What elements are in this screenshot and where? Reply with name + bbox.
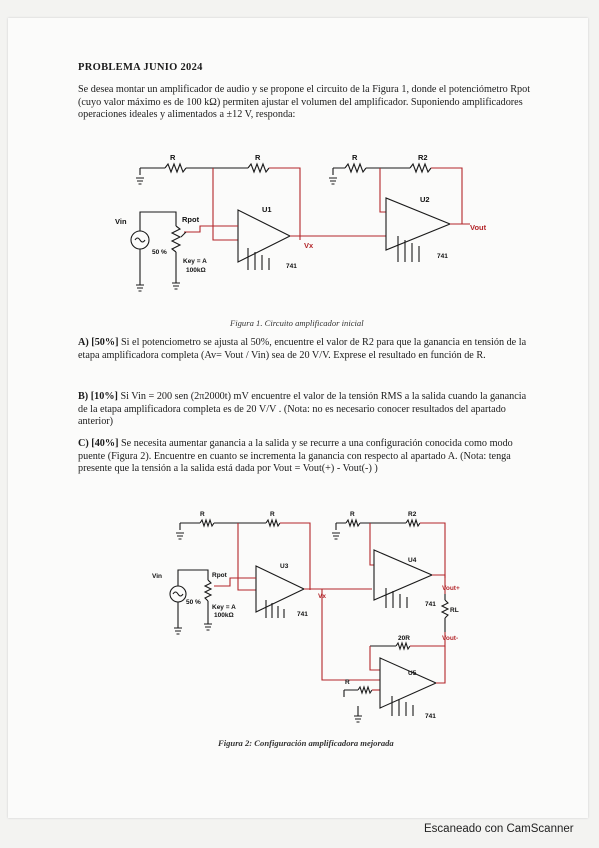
- fig1-label-ic1: 741: [286, 263, 297, 270]
- fig2-label-r6: R: [345, 679, 350, 686]
- fig2-label-r1: R: [200, 511, 205, 518]
- opamp-u5-symbol: [379, 657, 438, 709]
- section-a: A) [50%] Si el potenciometro se ajusta a…: [78, 337, 538, 362]
- fig2-label-vx: Vx: [318, 593, 326, 600]
- problem-title: PROBLEMA JUNIO 2024: [78, 62, 203, 73]
- fig2-label-r2-feedback: R2: [408, 511, 417, 518]
- fig2-label-vin: Vin: [152, 573, 162, 580]
- section-a-text: Si el potenciometro se ajusta al 50%, en…: [78, 337, 527, 361]
- fig1-label-r3: R: [352, 153, 358, 162]
- fig1-label-percent: 50 %: [152, 249, 167, 256]
- section-a-label: A) [50%]: [78, 337, 119, 348]
- paper-sheet: [8, 18, 588, 818]
- section-b-text: Si Vin = 200 sen (2π2000t) mV encuentre …: [78, 391, 527, 428]
- fig1-label-r1: R: [170, 153, 176, 162]
- fig2-label-rpot: Rpot: [212, 572, 228, 579]
- fig2-label-ic3: 741: [297, 611, 308, 618]
- fig2-label-rvalue: 100kΩ: [214, 612, 234, 619]
- section-c-label: C) [40%]: [78, 438, 119, 449]
- fig2-label-u4: U4: [408, 557, 417, 564]
- fig2-label-key: Key = A: [212, 604, 236, 611]
- fig2-label-r2: R: [270, 511, 275, 518]
- fig2-label-u5: U5: [408, 670, 417, 677]
- figure-1-caption: Figura 1. Circuito amplificador inicial: [230, 318, 364, 328]
- section-b-label: B) [10%]: [78, 391, 118, 402]
- fig2-label-voutm: Vout-: [442, 635, 458, 642]
- fig1-label-r2-feedback: R2: [418, 153, 428, 162]
- fig1-label-u2: U2: [420, 195, 430, 204]
- fig1-label-vin: Vin: [115, 217, 127, 226]
- section-c-text: Se necesita aumentar ganancia a la salid…: [78, 438, 513, 475]
- fig2-label-percent: 50 %: [186, 599, 201, 606]
- scanner-watermark: Escaneado con CamScanner: [424, 823, 574, 835]
- fig1-label-rvalue: 100kΩ: [186, 267, 206, 274]
- section-b: B) [10%] Si Vin = 200 sen (2π2000t) mV e…: [78, 391, 538, 429]
- fig2-label-voutp: Vout+: [442, 585, 460, 592]
- opamp-u2-symbol: [385, 197, 452, 251]
- fig2-label-rl: RL: [450, 607, 459, 614]
- fig1-label-ic2: 741: [437, 253, 448, 260]
- fig2-label-u3: U3: [280, 563, 289, 570]
- fig2-label-20r: 20R: [398, 635, 410, 642]
- figure-2-caption: Figura 2: Configuración amplificadora me…: [218, 738, 394, 748]
- fig2-label-ic5: 741: [425, 713, 436, 720]
- opamp-u1-symbol: [237, 209, 292, 263]
- intro-paragraph: Se desea montar un amplificador de audio…: [78, 84, 531, 121]
- fig1-label-key: Key = A: [183, 258, 207, 265]
- fig2-label-ic4: 741: [425, 601, 436, 608]
- fig1-label-r2: R: [255, 153, 261, 162]
- fig1-label-u1: U1: [262, 205, 272, 214]
- fig1-label-vout: Vout: [470, 223, 487, 232]
- fig1-label-rpot: Rpot: [182, 215, 200, 224]
- opamp-u4-symbol: [373, 549, 434, 601]
- section-c: C) [40%] Se necesita aumentar ganancia a…: [78, 438, 538, 476]
- fig2-label-r3: R: [350, 511, 355, 518]
- fig1-label-vx: Vx: [304, 241, 314, 250]
- opamp-u3-symbol: [255, 565, 306, 613]
